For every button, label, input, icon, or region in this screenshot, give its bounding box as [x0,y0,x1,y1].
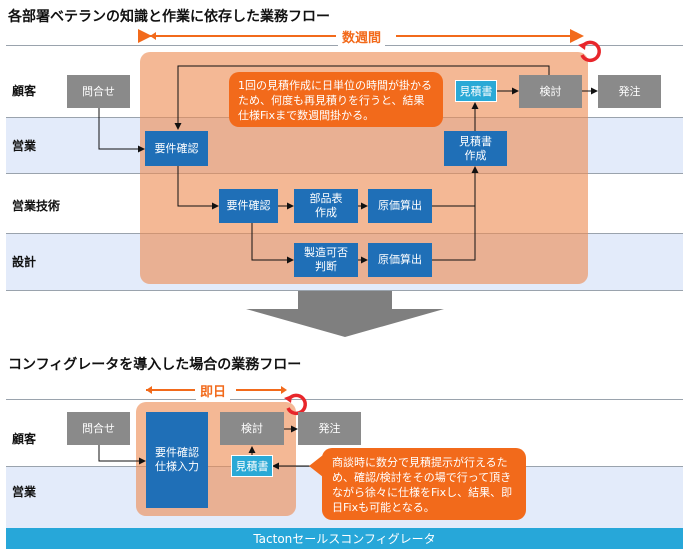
bom-creation-node: 部品表 作成 [294,189,358,223]
requirement-spec-input-node: 要件確認 仕様入力 [146,412,208,508]
duration-label: 即日 [196,381,231,400]
quote-tag: 見積書 [231,455,273,477]
requirement-check-sales-node: 要件確認 [145,131,208,166]
cost-calc-node: 原価算出 [368,189,432,223]
cycle-arrow-icon [284,393,307,416]
inquiry-node: 問合せ [67,412,130,445]
review-node: 検討 [519,75,582,108]
feasibility-judgement-node: 製造可否 判断 [294,243,358,277]
quote-tag: 見積書 [455,80,497,102]
down-arrow-icon [246,291,444,337]
lane-label-sales-engineering: 営業技術 [12,199,61,213]
configurator-footer: Tactonセールスコンフィグレータ [6,528,683,549]
requirement-check-se-node: 要件確認 [219,189,278,223]
duration-label: 数週間 [338,27,386,46]
lane-divider [6,399,683,400]
lane-label-customer: 顧客 [12,432,37,446]
lane-label-sales: 営業 [12,485,37,499]
cost-calc-node: 原価算出 [368,243,432,277]
inquiry-node: 問合せ [67,75,130,108]
lane-label-design: 設計 [12,255,37,269]
callout-pointer [309,455,323,477]
review-node: 検討 [220,412,284,445]
lane-label-sales: 営業 [12,139,37,153]
bottom-callout: 商談時に数分で見積提示が行えるため、確認/検討をその場で行って頂きながら徐々に仕… [322,448,526,520]
bottom-title: コンフィグレータを導入した場合の業務フロー [8,357,302,373]
order-node: 発注 [598,75,661,108]
lane-divider [6,290,683,291]
top-title: 各部署ベテランの知識と作業に依存した業務フロー [8,9,330,25]
lane-label-customer: 顧客 [12,84,37,98]
quote-creation-node: 見積書 作成 [444,131,507,166]
order-node: 発注 [298,412,361,445]
top-callout: 1回の見積作成に日単位の時間が掛かるため、何度も再見積りを行うと、結果仕様Fix… [229,72,443,127]
cycle-arrow-icon [578,40,601,63]
